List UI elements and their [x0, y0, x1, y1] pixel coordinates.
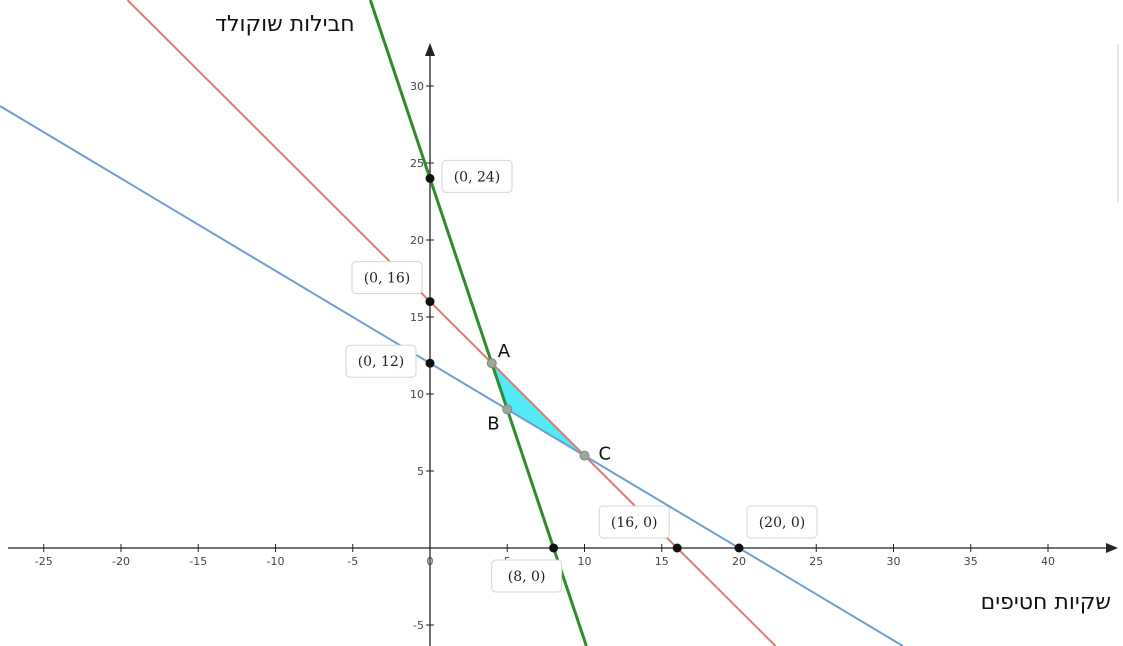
vertex-point — [502, 404, 513, 415]
point-label: (0, 12) — [358, 354, 405, 370]
point-label-box — [351, 261, 423, 295]
x-axis-arrow — [1106, 543, 1118, 553]
vertex-label: B — [487, 413, 499, 434]
point-label-box — [491, 559, 563, 593]
x-tick-label: 20 — [732, 555, 746, 568]
x-tick-label: 15 — [655, 555, 669, 568]
point-label-box — [746, 505, 818, 539]
x-tick-label: 10 — [578, 555, 592, 568]
intercept-point — [672, 543, 682, 553]
x-tick-label: 25 — [809, 555, 823, 568]
y-tick-label: 5 — [417, 465, 424, 478]
x-tick-label: -25 — [35, 555, 53, 568]
point-label: (8, 0) — [508, 569, 546, 585]
y-tick-label: 30 — [410, 80, 424, 93]
y-tick-label: -5 — [413, 619, 424, 632]
vertex-point — [579, 450, 590, 461]
x-axis-title: שקיות חטיפים — [980, 590, 1111, 615]
intercept-point — [425, 358, 435, 368]
x-tick-label: -20 — [112, 555, 130, 568]
y-tick-label: 20 — [410, 234, 424, 247]
intercept-point — [549, 543, 559, 553]
x-tick-label: -15 — [189, 555, 207, 568]
x-tick-label: -10 — [267, 555, 285, 568]
y-axis-arrow — [425, 43, 435, 56]
y-tick-label: 25 — [410, 157, 424, 170]
intercept-point — [425, 173, 435, 183]
y-axis-title: חבילות שוקולד — [215, 12, 355, 37]
x-tick-label: 35 — [964, 555, 978, 568]
x-tick-label: -5 — [347, 555, 358, 568]
y-tick-label: 10 — [410, 388, 424, 401]
y-tick-label: 15 — [410, 311, 424, 324]
vertex-label: A — [498, 341, 511, 362]
vertex-point — [486, 358, 497, 369]
point-label-box — [598, 505, 670, 539]
point-label-box — [345, 344, 417, 378]
x-tick-label: 40 — [1041, 555, 1055, 568]
point-label-box — [441, 159, 513, 193]
constraint-line-green — [368, 0, 588, 646]
point-label: (0, 16) — [364, 271, 411, 287]
point-label: (16, 0) — [611, 515, 658, 531]
constraint-line-red — [126, 0, 777, 646]
vertex-label: C — [599, 444, 612, 465]
point-label: (0, 24) — [454, 169, 501, 185]
edge-divider — [1117, 44, 1119, 202]
x-tick-label: 0 — [427, 555, 434, 568]
intercept-point — [425, 297, 435, 307]
constraint-line-blue — [0, 105, 904, 646]
x-tick-label: 30 — [887, 555, 901, 568]
point-label: (20, 0) — [759, 515, 806, 531]
intercept-point — [734, 543, 744, 553]
